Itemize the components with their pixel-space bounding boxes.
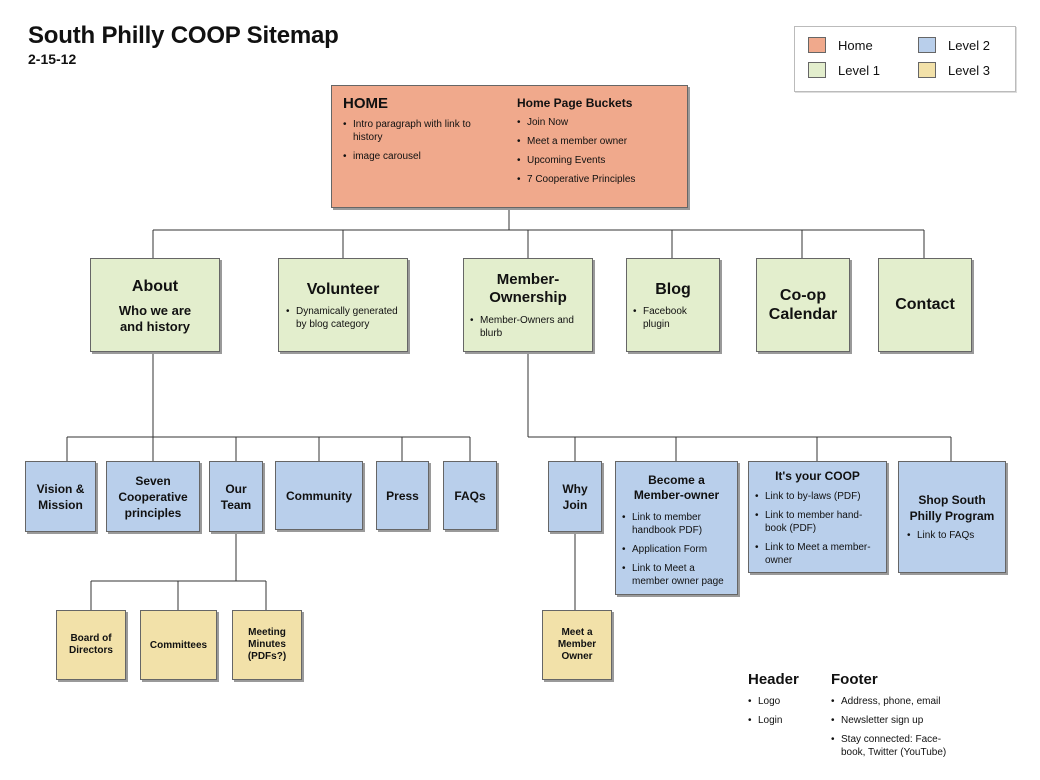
calendar-title: Co-op Calendar [768,287,838,323]
board-of-directors-title: Board of Directors [69,633,113,656]
legend-label-home: Home [838,37,873,53]
list-item: Newsletter sign up [831,714,956,727]
meeting-minutes-title: Meeting Minutes (PDFs?) [247,627,287,662]
vision-node[interactable]: Vision & Mission [25,461,96,532]
home-bullets: Intro paragraph with link to history ima… [343,118,498,169]
list-item: Link to Meet a member owner page [622,562,734,588]
list-item: Dynamically generated by blog category [286,305,404,331]
volunteer-title: Volunteer [306,281,380,298]
legend-home: Home [808,37,873,53]
why-join-title: Why Join [562,481,588,512]
press-node[interactable]: Press [376,461,429,530]
legend-swatch-level3 [918,62,936,78]
legend-label-level3: Level 3 [948,62,990,78]
member-ownership-title: Member-Ownership [489,271,567,306]
seven-principles-title: Seven Cooperative principles [118,473,188,520]
page-date: 2-15-12 [28,51,77,67]
list-item: Intro paragraph with link to history [343,118,498,144]
about-subtitle: Who we are and history [118,303,192,334]
list-item: Address, phone, email [831,695,956,708]
legend-swatch-level1 [808,62,826,78]
contact-node[interactable]: Contact [878,258,972,352]
volunteer-node[interactable]: Volunteer Dynamically generated by blog … [278,258,408,352]
legend-label-level1: Level 1 [838,62,880,78]
its-your-coop-node[interactable]: It's your COOP Link to by-laws (PDF) Lin… [748,461,887,573]
list-item: Facebook plugin [633,305,713,331]
home-node[interactable]: HOME Intro paragraph with link to histor… [331,85,688,208]
contact-title: Contact [895,296,955,313]
footer-items: Address, phone, email Newsletter sign up… [831,695,956,759]
community-node[interactable]: Community [275,461,363,530]
meeting-minutes-node[interactable]: Meeting Minutes (PDFs?) [232,610,302,680]
member-ownership-node[interactable]: Member-Ownership Member-Owners and blurb [463,258,593,352]
blog-bullets: Facebook plugin [633,305,713,337]
committees-title: Committees [149,639,208,651]
list-item: Link to member handbook PDF) [622,511,734,537]
meet-member-owner-node[interactable]: Meet a Member Owner [542,610,612,680]
list-item: image carousel [343,150,498,163]
list-item: Link to Meet a member-owner [755,541,881,567]
its-your-coop-title: It's your COOP [775,469,860,483]
legend-level1: Level 1 [808,62,880,78]
legend-swatch-home [808,37,826,53]
about-node[interactable]: About Who we are and history [90,258,220,352]
shop-south-philly-bullets: Link to FAQs [907,529,1003,548]
meet-member-owner-title: Meet a Member Owner [557,627,597,662]
volunteer-bullets: Dynamically generated by blog category [286,305,404,337]
legend: Home Level 2 Level 1 Level 3 [794,26,1016,92]
list-item: Meet a member owner [517,135,682,148]
shop-south-philly-title: Shop South Philly Program [909,493,995,523]
vision-title: Vision & Mission [36,481,85,512]
our-team-title: Our Team [220,481,252,512]
list-item: Member-Owners and blurb [470,314,580,340]
list-item: 7 Cooperative Principles [517,173,682,186]
list-item: Stay connected: Face-book, Twitter (YouT… [831,733,956,759]
home-title: HOME [343,95,388,112]
list-item: Logo [748,695,818,708]
list-item: Login [748,714,818,727]
legend-level2: Level 2 [918,37,990,53]
list-item: Join Now [517,116,682,129]
why-join-node[interactable]: Why Join [548,461,602,532]
header-section: Header Logo Login [748,671,818,733]
list-item: Upcoming Events [517,154,682,167]
seven-principles-node[interactable]: Seven Cooperative principles [106,461,200,532]
its-your-coop-bullets: Link to by-laws (PDF) Link to member han… [755,490,881,573]
faqs-title: FAQs [454,488,486,503]
legend-swatch-level2 [918,37,936,53]
list-item: Link to member hand-book (PDF) [755,509,881,535]
community-title: Community [286,488,352,503]
footer-section: Footer Address, phone, email Newsletter … [831,671,956,765]
home-buckets-list: Join Now Meet a member owner Upcoming Ev… [517,116,682,192]
home-buckets-title: Home Page Buckets [517,96,633,110]
become-member-title: Become a Member-owner [633,473,720,502]
list-item: Link to FAQs [907,529,1003,542]
press-title: Press [386,488,419,503]
list-item: Application Form [622,543,734,556]
legend-label-level2: Level 2 [948,37,990,53]
become-member-node[interactable]: Become a Member-owner Link to member han… [615,461,738,595]
header-items: Logo Login [748,695,818,727]
header-title: Header [748,671,799,688]
calendar-node[interactable]: Co-op Calendar [756,258,850,352]
committees-node[interactable]: Committees [140,610,217,680]
blog-node[interactable]: Blog Facebook plugin [626,258,720,352]
list-item: Link to by-laws (PDF) [755,490,881,503]
footer-title: Footer [831,671,878,688]
blog-title: Blog [655,281,691,298]
member-ownership-bullets: Member-Owners and blurb [470,314,580,346]
shop-south-philly-node[interactable]: Shop South Philly Program Link to FAQs [898,461,1006,573]
legend-level3: Level 3 [918,62,990,78]
about-title: About [131,278,179,295]
our-team-node[interactable]: Our Team [209,461,263,532]
faqs-node[interactable]: FAQs [443,461,497,530]
page-title: South Philly COOP Sitemap [28,22,339,49]
board-of-directors-node[interactable]: Board of Directors [56,610,126,680]
become-member-bullets: Link to member handbook PDF) Application… [622,511,734,594]
